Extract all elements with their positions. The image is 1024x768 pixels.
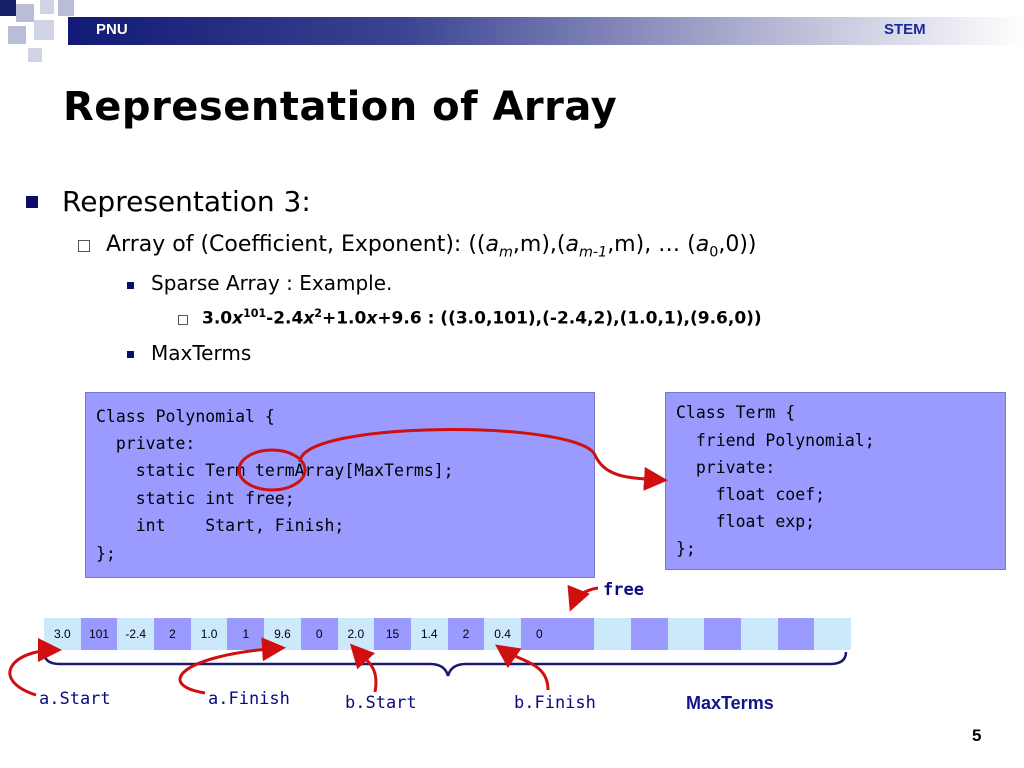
maxterms-label: MaxTerms: [686, 693, 774, 713]
exp: 2: [314, 307, 322, 320]
array-cell: 1.0: [190, 618, 228, 650]
array-cell: 0: [520, 618, 558, 650]
var-a: a: [695, 232, 710, 257]
b-start-label: b.Start: [345, 693, 417, 713]
text: ,m),(: [512, 232, 566, 257]
code-line: };: [96, 544, 116, 563]
page-title: Representation of Array: [63, 84, 618, 130]
text: 3.0: [202, 308, 233, 329]
array-cell: [594, 618, 631, 650]
bullet-level3-maxterms: MaxTerms: [151, 341, 252, 365]
bullet-level4: 3.0x101-2.4x2+1.0x+9.6 : ((3.0,101),(-2.…: [202, 307, 762, 329]
code-line: };: [676, 539, 696, 558]
array-cell: 1: [227, 618, 265, 650]
array-cell: [631, 618, 668, 650]
code-line: Class Term {: [676, 403, 796, 422]
a-start-arrow: [8, 638, 62, 697]
logo-square: [28, 48, 42, 62]
array-cell: [667, 618, 705, 650]
header-left-text: PNU: [96, 21, 128, 38]
logo-square: [58, 0, 74, 16]
b-start-arrow: [349, 643, 378, 693]
sub-m1: m-1: [579, 244, 608, 261]
brace: [42, 651, 848, 677]
array-cell: 0: [300, 618, 338, 650]
term-highlight-ellipse: [237, 448, 307, 492]
header-bar: [68, 17, 1024, 45]
array-cell: [741, 618, 778, 650]
free-label: free: [603, 580, 644, 600]
logo-square: [16, 4, 34, 22]
var-x: x: [303, 308, 315, 329]
array-cell: [557, 618, 595, 650]
bullet-level3: Sparse Array : Example.: [151, 271, 393, 295]
array-cell: 101: [80, 618, 118, 650]
exp: 101: [243, 307, 267, 320]
a-finish-label: a.Finish: [208, 689, 290, 709]
var-a: a: [565, 232, 579, 257]
b-finish-arrow: [495, 644, 550, 691]
bullet-marker: [178, 315, 188, 325]
code-line: static int free;: [96, 489, 295, 508]
array-cell: [777, 618, 815, 650]
text: -2.4: [266, 308, 304, 329]
header-right-text: STEM: [884, 21, 926, 38]
text: ,m), … (: [607, 232, 696, 257]
bullet-level1: Representation 3:: [62, 185, 311, 218]
code-line: private:: [676, 458, 776, 477]
array-cell: 2: [447, 618, 485, 650]
term-arrow: [298, 428, 668, 491]
code-line: friend Polynomial;: [676, 431, 875, 450]
a-finish-arrow: [178, 637, 286, 695]
term-code-box: Class Term { friend Polynomial; private:…: [665, 392, 1006, 570]
sub-zero: 0: [709, 244, 719, 261]
var-a: a: [485, 232, 499, 257]
array-cell: 2: [154, 618, 191, 650]
bullet-marker: [127, 351, 134, 358]
sub-m: m: [498, 244, 513, 261]
var-x: x: [232, 308, 244, 329]
page-number: 5: [972, 726, 982, 745]
array-cell: [814, 618, 852, 650]
bullet-marker: [78, 240, 90, 252]
logo-square: [40, 0, 54, 14]
array-cell: -2.4: [117, 618, 155, 650]
text: +1.0: [321, 308, 367, 329]
bullet-marker: [26, 196, 38, 208]
text: +9.6 : ((3.0,101),(-2.4,2),(1.0,1),(9.6,…: [377, 308, 762, 329]
bullet-marker: [127, 282, 134, 289]
a-start-label: a.Start: [39, 689, 111, 709]
code-line: int Start, Finish;: [96, 516, 345, 535]
code-line: Class Polynomial {: [96, 407, 275, 426]
text: ,0)): [718, 232, 757, 257]
logo-square: [34, 20, 54, 40]
code-line: float coef;: [676, 485, 826, 504]
logo-square: [0, 0, 16, 16]
bullet-level2: Array of (Coefficient, Exponent): ((am,m…: [106, 232, 757, 260]
free-arrow: [567, 584, 599, 612]
polynomial-code-box: Class Polynomial { private: static Term …: [85, 392, 595, 578]
logo-square: [8, 26, 26, 44]
code-line: private:: [96, 434, 196, 453]
code-line: float exp;: [676, 512, 816, 531]
var-x: x: [366, 308, 378, 329]
array-cell: 15: [374, 618, 411, 650]
text: Array of (Coefficient, Exponent): ((: [106, 232, 486, 257]
array-cell: [704, 618, 742, 650]
array-cell: 1.4: [410, 618, 448, 650]
b-finish-label: b.Finish: [514, 693, 596, 713]
